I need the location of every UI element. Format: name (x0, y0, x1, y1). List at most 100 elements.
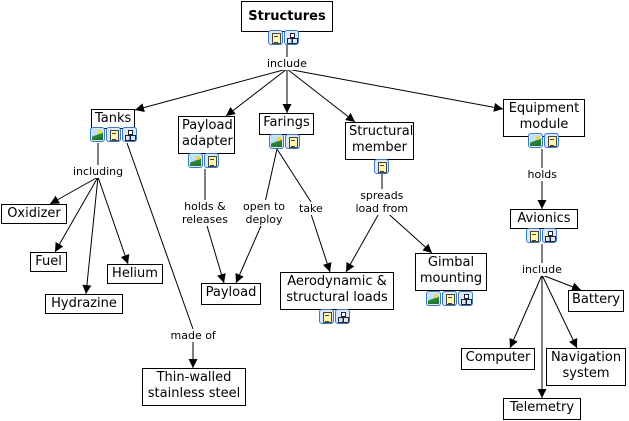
arrow-lp-include-1-to-structural-member (286, 68, 356, 123)
document-resource-icon[interactable] (442, 291, 457, 306)
concept-map-resource-icon[interactable] (122, 127, 137, 142)
concept-node-text: module (519, 117, 569, 132)
arrow-lp-including-to-fuel (54, 176, 99, 253)
concept-node-text: Equipment (508, 101, 580, 116)
document-resource-icon[interactable] (374, 159, 389, 174)
arrow-lp-take-to-aero-loads (310, 213, 332, 273)
arrow-lp-include-1-to-tanks (134, 68, 288, 113)
linking-phrase-lp-take[interactable]: take (298, 201, 324, 215)
concept-node-fuel[interactable]: Fuel (30, 252, 67, 272)
linking-phrase-lp-include-1[interactable]: include (266, 56, 308, 70)
concept-node-text: Structural (349, 124, 414, 139)
linking-phrase-lp-including[interactable]: including (72, 164, 125, 178)
concept-node-text: member (352, 140, 407, 155)
concept-map-resource-icon[interactable] (458, 291, 473, 306)
document-resource-icon[interactable] (319, 309, 334, 324)
document-resource-icon[interactable] (544, 133, 559, 148)
linking-phrase-text: deploy (245, 213, 283, 226)
concept-node-hydrazine[interactable]: Hydrazine (45, 294, 123, 314)
concept-node-text: Hydrazine (51, 296, 117, 311)
resource-icons-payload-adapter (188, 153, 219, 168)
concept-node-farings[interactable]: Farings (259, 113, 314, 135)
linking-phrase-lp-holds-releases[interactable]: holds &releases (181, 200, 229, 226)
linking-phrase-text: include (522, 262, 562, 276)
linking-phrase-text: holds & (184, 200, 226, 213)
linking-phrase-text: take (299, 201, 323, 215)
image-resource-icon[interactable] (188, 153, 203, 168)
concept-node-text: Navigation (550, 350, 622, 365)
concept-node-structures[interactable]: Structures (241, 1, 333, 32)
concept-node-avionics[interactable]: Avionics (510, 209, 578, 229)
document-resource-icon[interactable] (285, 134, 300, 149)
concept-node-text: Telemetry (509, 400, 575, 415)
arrow-lp-include-1-to-equipment-module (286, 68, 504, 112)
arrow-lp-open-deploy-to-payload (235, 218, 265, 284)
linking-phrase-text: load from (355, 202, 409, 215)
concept-node-battery[interactable]: Battery (568, 290, 624, 312)
concept-node-text: Payload (182, 118, 233, 133)
concept-node-tanks[interactable]: Tanks (91, 109, 135, 129)
resource-icons-gimbal (426, 291, 473, 306)
concept-node-aero-loads[interactable]: Aerodynamic &structural loads (280, 272, 394, 310)
resource-icons-equipment-module (528, 133, 559, 148)
resource-icons-structural-member (374, 159, 389, 174)
concept-node-oxidizer[interactable]: Oxidizer (1, 204, 67, 224)
concept-node-computer[interactable]: Computer (461, 348, 535, 370)
linking-phrase-text: including (73, 164, 124, 178)
image-resource-icon[interactable] (90, 127, 105, 142)
linking-phrase-text: releases (182, 213, 228, 226)
concept-map-resource-icon[interactable] (335, 309, 350, 324)
concept-node-text: Aerodynamic & (287, 274, 387, 289)
concept-node-helium[interactable]: Helium (107, 264, 163, 284)
concept-node-telemetry[interactable]: Telemetry (503, 398, 581, 420)
document-resource-icon[interactable] (268, 30, 283, 45)
concept-node-payload[interactable]: Payload (201, 283, 261, 305)
linking-phrase-lp-made-of[interactable]: made of (169, 328, 217, 342)
concept-node-text: Oxidizer (7, 206, 61, 221)
concept-node-text: Gimbal (427, 255, 475, 270)
concept-map-resource-icon[interactable] (542, 228, 557, 243)
arrow-lp-include-2-to-computer (509, 274, 543, 349)
image-resource-icon[interactable] (269, 134, 284, 149)
concept-node-text: Battery (572, 292, 621, 307)
linking-phrase-text: holds (527, 167, 557, 181)
resource-icons-farings (269, 134, 300, 149)
linking-phrase-text: open to (243, 200, 285, 213)
arrow-lp-include-1-to-payload-adapter (225, 68, 288, 117)
image-resource-icon[interactable] (528, 133, 543, 148)
image-resource-icon[interactable] (426, 291, 441, 306)
arrow-lp-spreads-to-aero-loads (345, 207, 383, 273)
linking-phrase-text: spreads (360, 189, 404, 202)
concept-node-text: Tanks (95, 111, 132, 126)
document-resource-icon[interactable] (526, 228, 541, 243)
linking-phrase-lp-include-2[interactable]: include (521, 262, 563, 276)
concept-node-text: Avionics (517, 211, 571, 226)
concept-node-text: adapter (182, 134, 233, 149)
arrow-lp-holds-releases-to-payload (204, 218, 226, 284)
link-line-tanks-to-lp-made-of (126, 142, 194, 330)
document-resource-icon[interactable] (106, 127, 121, 142)
concept-map-resource-icon[interactable] (284, 30, 299, 45)
linking-phrase-text: include (267, 56, 307, 70)
concept-node-text: mounting (419, 271, 483, 286)
arrow-lp-including-to-helium (97, 176, 130, 265)
linking-phrase-lp-holds[interactable]: holds (526, 167, 558, 181)
concept-node-text: Computer (465, 350, 531, 365)
concept-node-text: Thin-walled (156, 370, 232, 385)
resource-icons-tanks (90, 127, 137, 142)
resource-icons-structures (268, 30, 299, 45)
document-resource-icon[interactable] (204, 153, 219, 168)
link-line-farings-to-lp-open-deploy (263, 148, 278, 208)
link-line-farings-to-lp-take (276, 148, 312, 203)
arrow-lp-including-to-hydrazine (82, 176, 99, 295)
resource-icons-aero-loads (319, 309, 350, 324)
arrow-lp-include-2-to-navigation (541, 274, 578, 349)
